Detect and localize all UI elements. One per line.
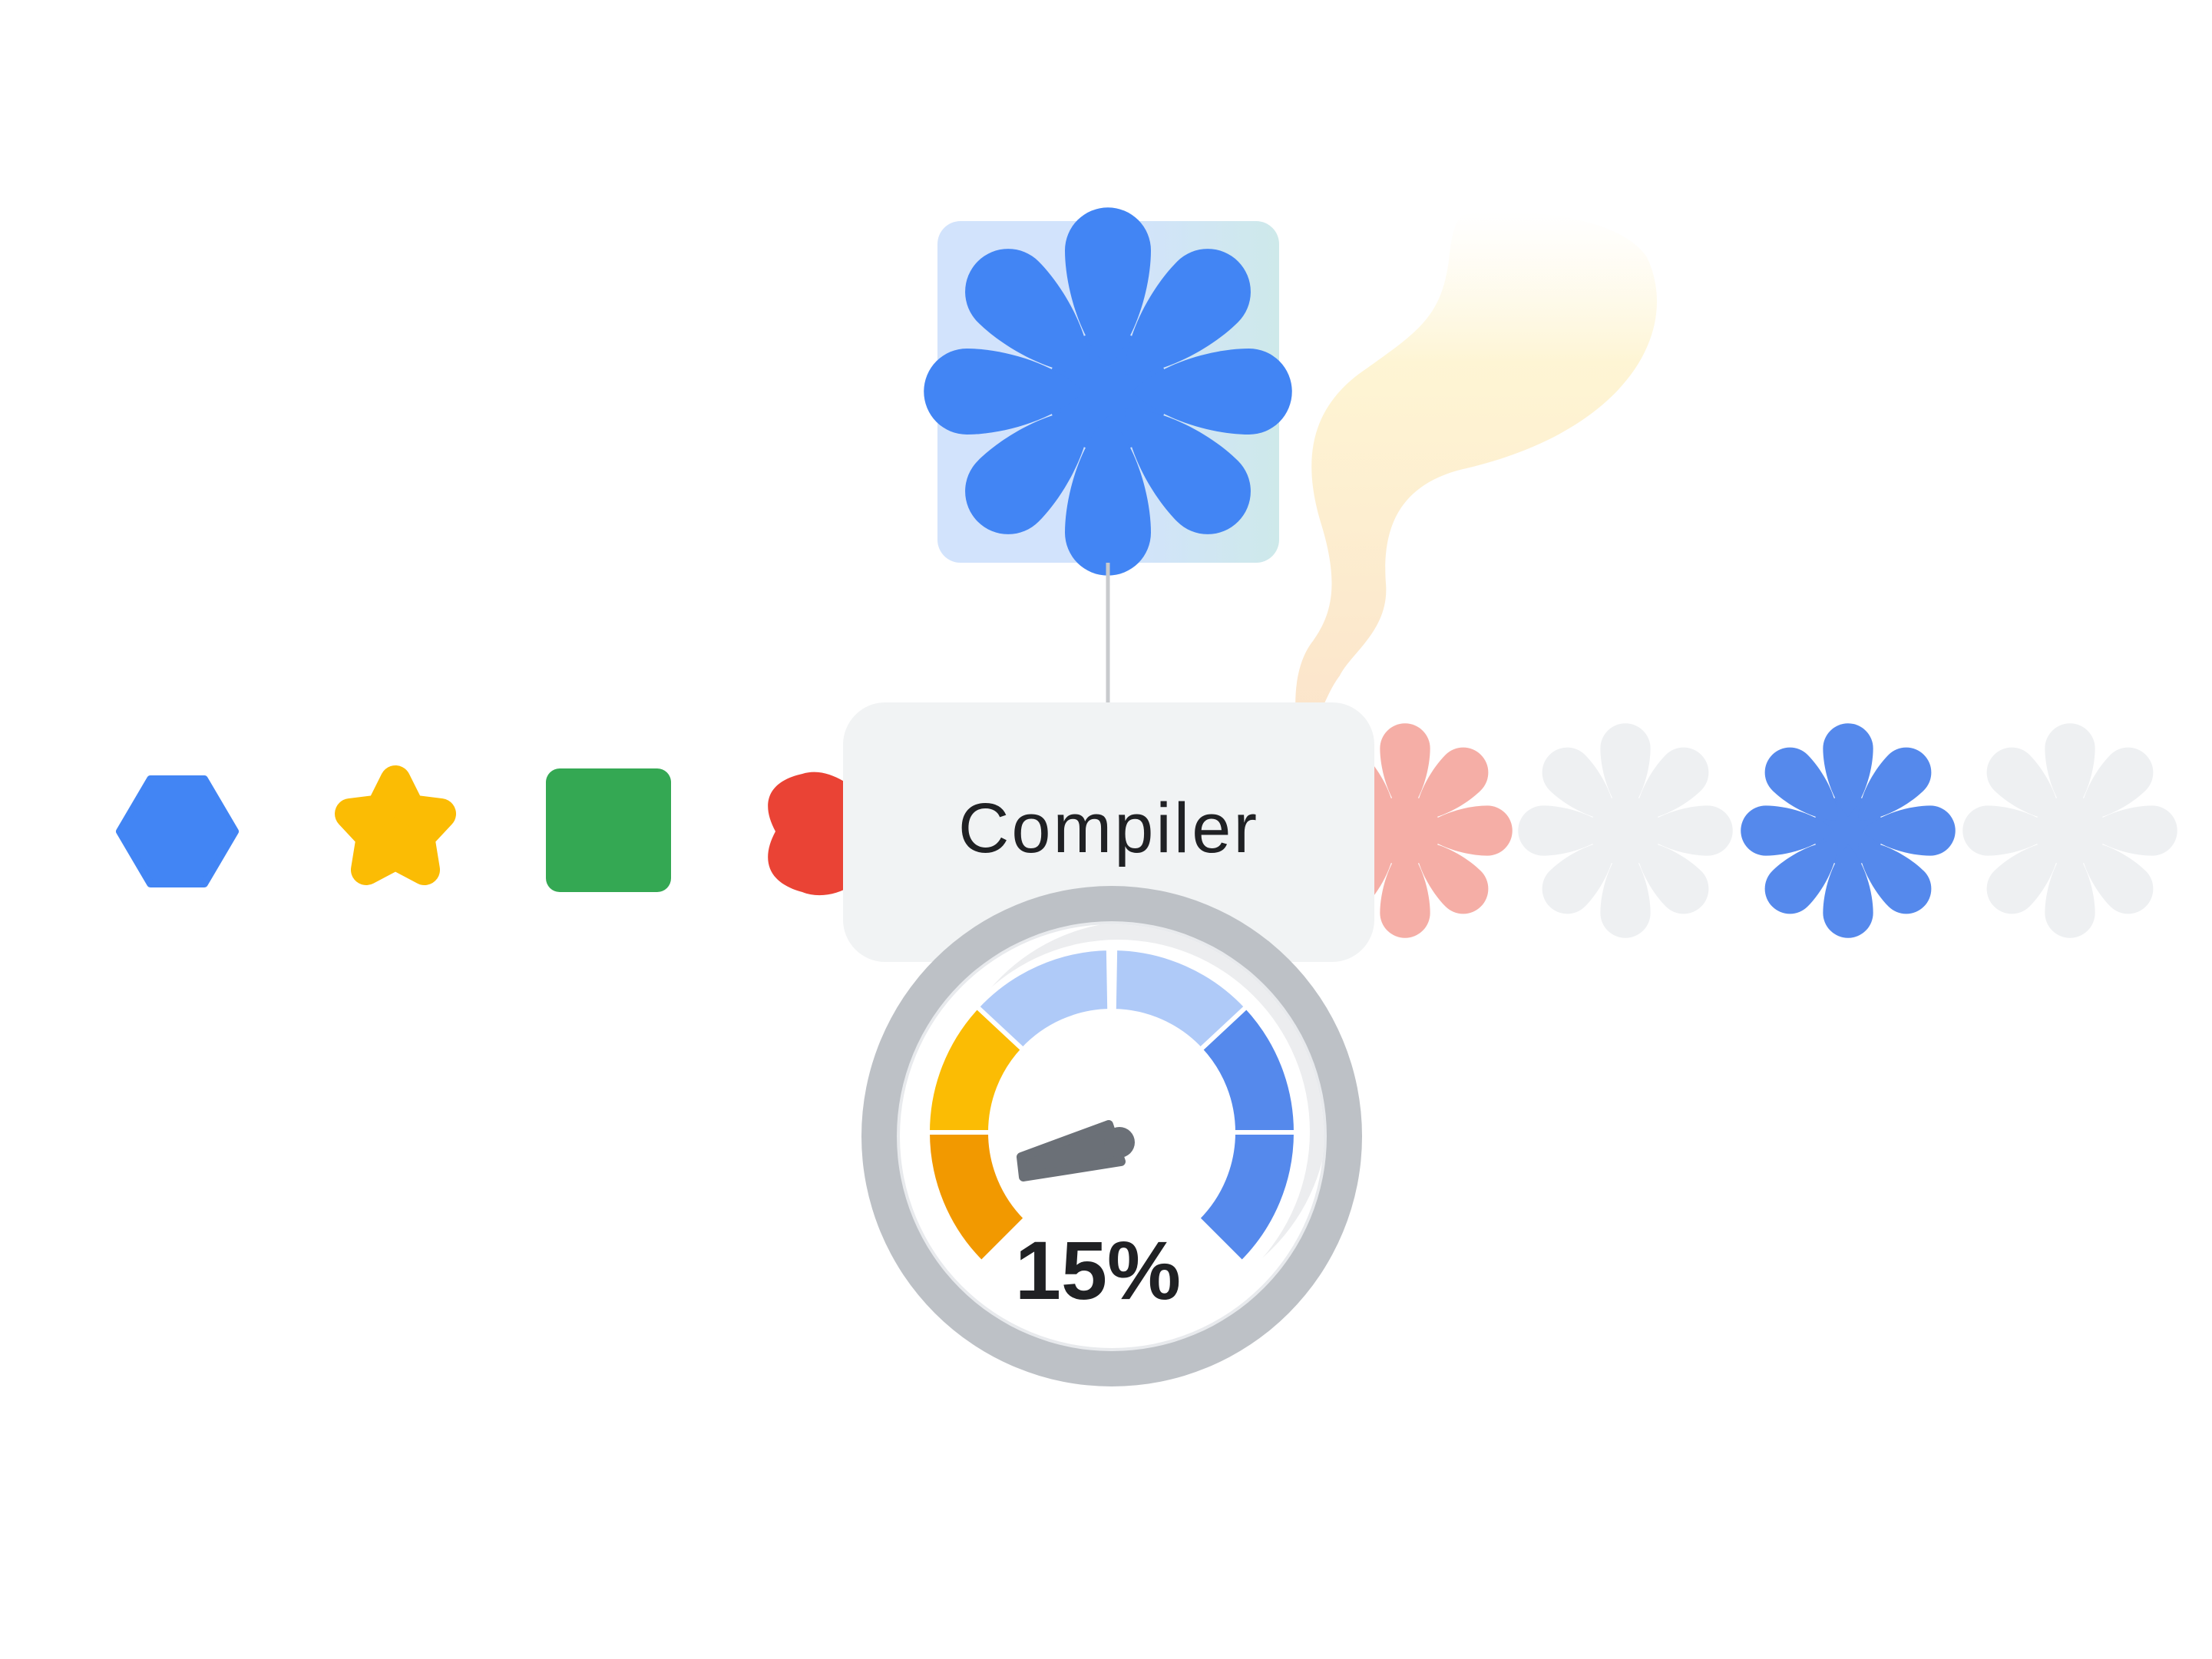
steam-shape: [1295, 211, 1658, 718]
blue-flower-icon: [1741, 723, 1955, 937]
compiler-label: Compiler: [958, 789, 1259, 868]
gauge-segments: [924, 945, 1299, 1266]
speed-gauge: 15%: [861, 886, 1362, 1386]
output-shapes: [1298, 723, 2177, 937]
source-flower-icon: [924, 207, 1292, 576]
gauge-needle: [1017, 1120, 1135, 1181]
gauge-value-label: 15%: [1015, 1224, 1181, 1317]
source-card: [924, 207, 1292, 576]
compiler-box: Compiler: [843, 702, 1374, 962]
gauge-segment-mid-left: [974, 945, 1113, 1053]
green-square-icon: [546, 768, 671, 892]
yellow-star-icon: [335, 765, 456, 885]
red-cross-icon: [768, 772, 868, 896]
input-shapes: [116, 765, 868, 896]
blue-hexagon-icon: [116, 775, 239, 887]
gray-flower-icon: [1518, 723, 1732, 937]
gray-flower-icon: [1962, 723, 2177, 937]
gauge-segment-high: [1194, 1130, 1299, 1266]
